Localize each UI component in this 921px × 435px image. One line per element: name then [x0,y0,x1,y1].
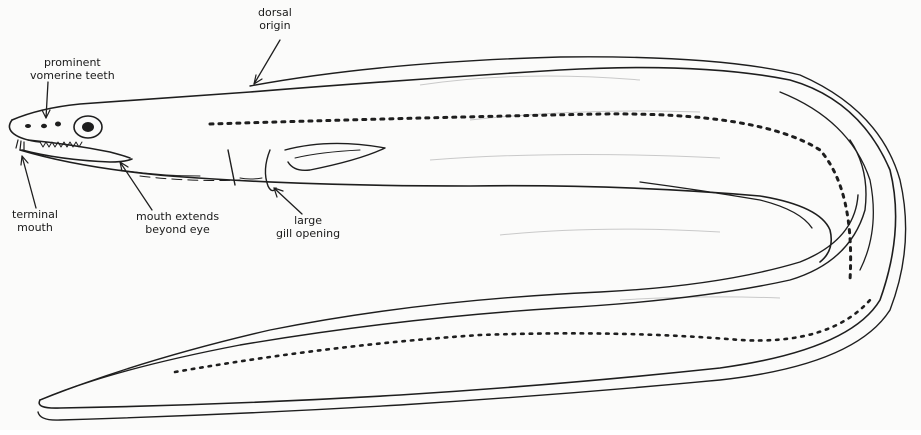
mouth-extends-label: mouth extends beyond eye [136,210,219,236]
eel-head [9,116,240,181]
lateral-line-upper [210,114,851,280]
eel-body-outline [12,57,906,420]
terminal-mouth-label: terminal mouth [12,208,58,234]
vomerine-teeth-label: prominent vomerine teeth [30,56,115,82]
paper-show-through [420,76,780,300]
dorsal-origin-label: dorsal origin [258,6,292,32]
gill-opening-label: large gill opening [276,214,340,240]
